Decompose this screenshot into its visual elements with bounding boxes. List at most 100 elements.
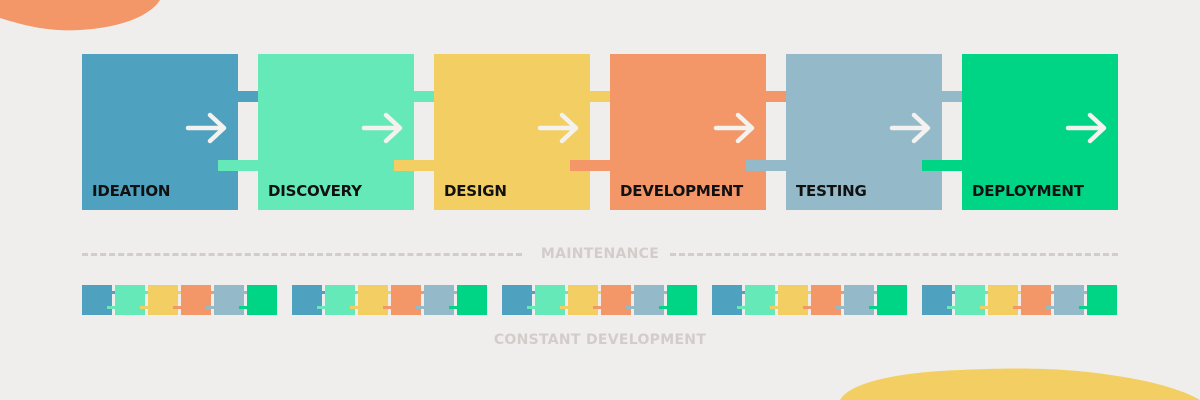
cycle-connector bbox=[208, 291, 216, 294]
maintenance-dashed-line-left bbox=[82, 253, 522, 256]
cycle-4-block-discovery bbox=[745, 285, 775, 315]
cycle-1-block-ideation bbox=[82, 285, 112, 315]
arrow-right-icon bbox=[185, 112, 227, 144]
cycle-connector bbox=[317, 306, 325, 309]
stage-label: DESIGN bbox=[444, 182, 507, 200]
cycle-2-block-testing bbox=[424, 285, 454, 315]
cycle-connector bbox=[949, 291, 957, 294]
stage-testing: TESTING bbox=[786, 54, 942, 210]
cycle-connector bbox=[805, 291, 813, 294]
cycle-connector bbox=[418, 291, 426, 294]
cycle-connector bbox=[803, 306, 811, 309]
cycle-connector bbox=[628, 291, 636, 294]
cycle-connector bbox=[416, 306, 424, 309]
cycle-connector bbox=[1048, 291, 1056, 294]
cycle-2-block-design bbox=[358, 285, 388, 315]
cycle-1-block-development bbox=[181, 285, 211, 315]
stage-design: DESIGN bbox=[434, 54, 590, 210]
cycle-connector bbox=[838, 291, 846, 294]
connector-in bbox=[922, 160, 968, 171]
connector-in bbox=[394, 160, 440, 171]
cycle-3-block-ideation bbox=[502, 285, 532, 315]
cycle-3-block-testing bbox=[634, 285, 664, 315]
cycle-connector bbox=[739, 291, 747, 294]
cycle-4-block-testing bbox=[844, 285, 874, 315]
stage-label: TESTING bbox=[796, 182, 867, 200]
cycle-connector bbox=[871, 291, 879, 294]
cycle-2-block-development bbox=[391, 285, 421, 315]
cycle-connector bbox=[449, 306, 457, 309]
cycle-connector bbox=[1081, 291, 1089, 294]
cycle-2-block-discovery bbox=[325, 285, 355, 315]
cycle-1-block-design bbox=[148, 285, 178, 315]
cycle-3-block-discovery bbox=[535, 285, 565, 315]
cycle-connector bbox=[142, 291, 150, 294]
stage-deployment: DEPLOYMENT bbox=[962, 54, 1118, 210]
cycle-connector bbox=[352, 291, 360, 294]
yellow-blob-decoration bbox=[840, 368, 1200, 400]
cycle-3-block-deployment bbox=[667, 285, 697, 315]
cycle-5-block-ideation bbox=[922, 285, 952, 315]
cycle-connector bbox=[206, 306, 214, 309]
cycle-connector bbox=[140, 306, 148, 309]
cycle-connector bbox=[383, 306, 391, 309]
cycle-2-block-deployment bbox=[457, 285, 487, 315]
cycle-connector bbox=[869, 306, 877, 309]
cycle-connector bbox=[980, 306, 988, 309]
arrow-right-icon bbox=[537, 112, 579, 144]
cycle-4-block-deployment bbox=[877, 285, 907, 315]
cycle-connector bbox=[319, 291, 327, 294]
arrow-right-icon bbox=[713, 112, 755, 144]
cycle-connector bbox=[595, 291, 603, 294]
cycle-connector bbox=[593, 306, 601, 309]
cycle-5-block-design bbox=[988, 285, 1018, 315]
cycle-1-block-deployment bbox=[247, 285, 277, 315]
arrow-right-icon bbox=[889, 112, 931, 144]
stage-development: DEVELOPMENT bbox=[610, 54, 766, 210]
connector-in bbox=[570, 160, 616, 171]
cycle-2-block-ideation bbox=[292, 285, 322, 315]
cycle-1-block-testing bbox=[214, 285, 244, 315]
cycle-3-block-design bbox=[568, 285, 598, 315]
cycle-connector bbox=[451, 291, 459, 294]
cycle-connector bbox=[527, 306, 535, 309]
cycle-1-block-discovery bbox=[115, 285, 145, 315]
maintenance-dashed-line-right bbox=[670, 253, 1118, 256]
cycle-connector bbox=[982, 291, 990, 294]
cycle-5-block-testing bbox=[1054, 285, 1084, 315]
cycle-4-block-design bbox=[778, 285, 808, 315]
cycle-connector bbox=[241, 291, 249, 294]
cycle-connector bbox=[175, 291, 183, 294]
maintenance-label: MAINTENANCE bbox=[540, 246, 660, 262]
cycle-3-block-development bbox=[601, 285, 631, 315]
stage-label: DISCOVERY bbox=[268, 182, 362, 200]
cycle-connector bbox=[1046, 306, 1054, 309]
cycle-connector bbox=[836, 306, 844, 309]
stage-discovery: DISCOVERY bbox=[258, 54, 414, 210]
constant-development-label: CONSTANT DEVELOPMENT bbox=[493, 332, 707, 348]
cycle-5-block-discovery bbox=[955, 285, 985, 315]
connector-in bbox=[746, 160, 792, 171]
connector-in bbox=[218, 160, 264, 171]
cycle-connector bbox=[1013, 306, 1021, 309]
cycle-5-block-deployment bbox=[1087, 285, 1117, 315]
stage-label: DEVELOPMENT bbox=[620, 182, 744, 200]
cycle-connector bbox=[529, 291, 537, 294]
stage-label: IDEATION bbox=[92, 182, 171, 200]
arrow-right-icon bbox=[1065, 112, 1107, 144]
cycle-connector bbox=[772, 291, 780, 294]
cycle-connector bbox=[737, 306, 745, 309]
cycle-connector bbox=[560, 306, 568, 309]
cycle-5-block-development bbox=[1021, 285, 1051, 315]
cycle-connector bbox=[109, 291, 117, 294]
cycle-connector bbox=[1079, 306, 1087, 309]
cycle-connector bbox=[626, 306, 634, 309]
stage-label: DEPLOYMENT bbox=[972, 182, 1084, 200]
cycle-connector bbox=[659, 306, 667, 309]
cycle-connector bbox=[770, 306, 778, 309]
stage-ideation: IDEATION bbox=[82, 54, 238, 210]
cycle-connector bbox=[107, 306, 115, 309]
arrow-right-icon bbox=[361, 112, 403, 144]
cycle-connector bbox=[385, 291, 393, 294]
cycle-connector bbox=[173, 306, 181, 309]
